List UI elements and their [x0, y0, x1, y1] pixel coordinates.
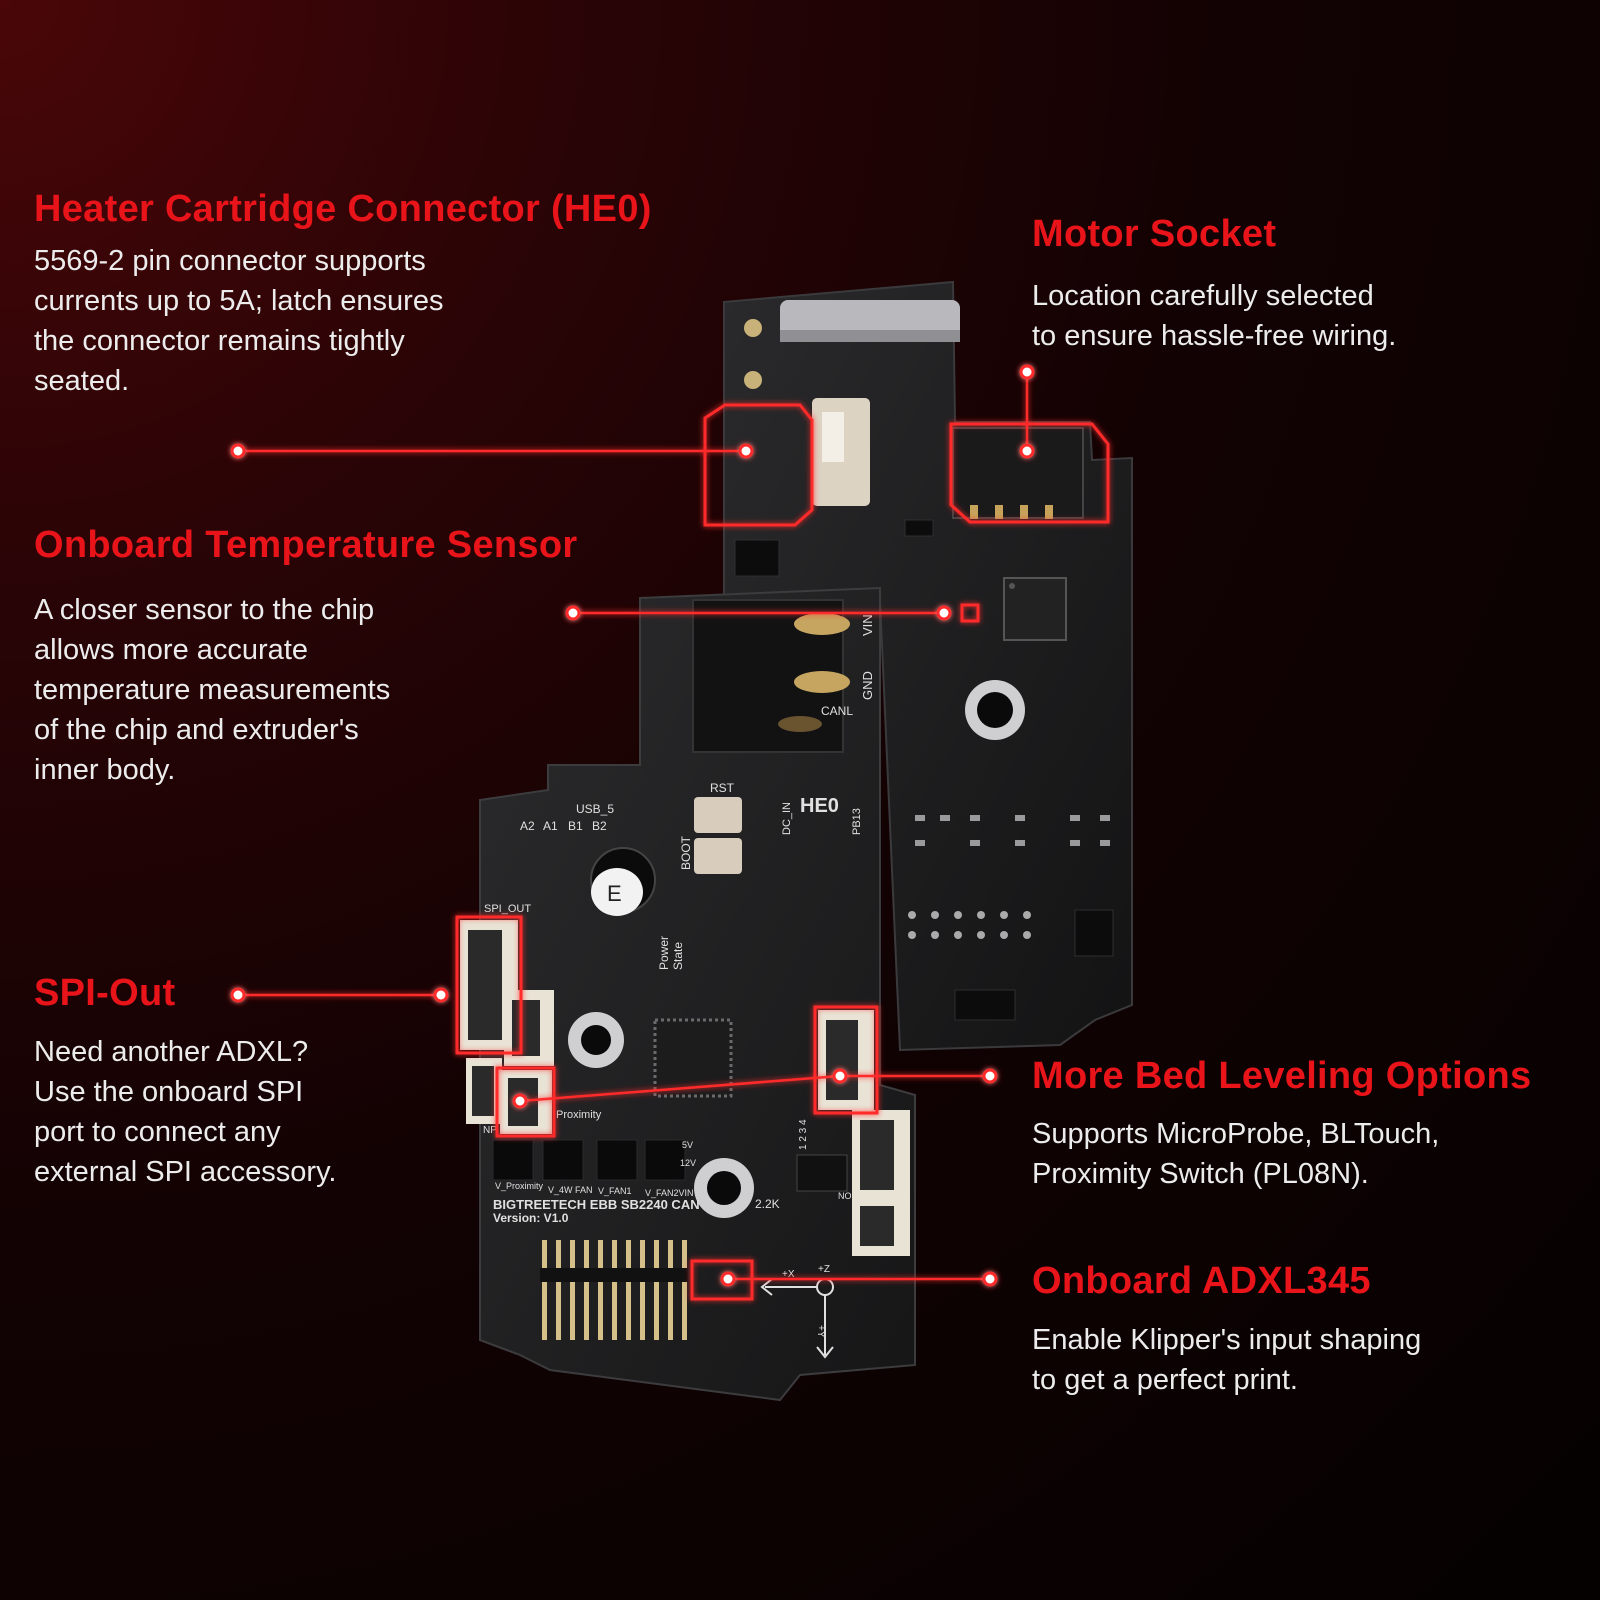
- vprox-label: V_Proximity: [495, 1181, 544, 1191]
- gnd-label: GND: [860, 671, 875, 700]
- dip-switch: [796, 1154, 848, 1192]
- heater-desc: 5569-2 pin connector supports currents u…: [34, 241, 443, 401]
- no-label: NO: [838, 1191, 852, 1201]
- v4wfan-label: V_4W FAN: [548, 1185, 593, 1195]
- board-version: Version: V1.0: [493, 1211, 569, 1225]
- heater-desc-line: 5569-2 pin connector supports: [34, 245, 426, 277]
- cap-label: E: [607, 881, 622, 906]
- adxl-title: Onboard ADXL345: [1032, 1260, 1371, 1302]
- dip-label: 1 2 3 4: [798, 1119, 809, 1150]
- boot-button: [694, 838, 742, 874]
- vfan1-label: V_FAN1: [598, 1186, 632, 1196]
- motor-title: Motor Socket: [1032, 213, 1277, 255]
- probe-highlight: [495, 1066, 556, 1138]
- usb-label: USB_5: [576, 802, 614, 816]
- spiout-label: SPI_OUT: [484, 903, 531, 915]
- spi-out-highlight: [455, 915, 523, 1055]
- pb13-label: PB13: [851, 808, 863, 835]
- np-label: NP: [483, 1125, 497, 1136]
- 12v-label: 12V: [680, 1158, 696, 1168]
- board-name: BIGTREETECH EBB SB2240 CAN: [493, 1197, 700, 1212]
- heater-desc-line: currents up to 5A; latch ensures: [34, 285, 444, 317]
- bed-desc-line: Proximity Switch (PL08N).: [1032, 1158, 1369, 1190]
- a1-label: A1: [543, 819, 558, 833]
- dcin-label: DC_IN: [781, 802, 793, 835]
- motor-highlight: [949, 422, 1110, 524]
- pin-header: [542, 1240, 687, 1340]
- temp-sensor-highlight: [960, 603, 980, 623]
- boot-label: BOOT: [679, 835, 693, 870]
- temp-desc-line: inner body.: [34, 754, 176, 786]
- bed-title: More Bed Leveling Options: [1032, 1055, 1532, 1097]
- motor-desc-line: Location carefully selected: [1032, 280, 1374, 312]
- proximity-label: Proximity: [556, 1109, 602, 1121]
- spi-desc-line: Use the onboard SPI: [34, 1076, 304, 1108]
- rst-label: RST: [710, 781, 735, 795]
- vin-label: VIN: [860, 614, 875, 636]
- spi-title: SPI-Out: [34, 972, 176, 1014]
- adxl-desc: Enable Klipper's input shaping to get a …: [1032, 1320, 1421, 1400]
- heater-desc-line: seated.: [34, 365, 130, 397]
- motor-socket-body: [952, 427, 1084, 519]
- mcu-chip-back: [1003, 577, 1067, 641]
- a2-label: A2: [520, 819, 535, 833]
- highlights: [455, 403, 1110, 1301]
- bed-level-highlight: [813, 1005, 879, 1115]
- mcu-chip: [653, 1018, 733, 1098]
- spi-desc-line: port to connect any: [34, 1116, 281, 1148]
- mount-hole: [744, 319, 762, 337]
- r22k-label: 2.2K: [755, 1197, 780, 1211]
- temp-desc: A closer sensor to the chip allows more …: [34, 590, 390, 790]
- heater-title: Heater Cartridge Connector (HE0): [34, 188, 652, 230]
- x-axis-label: +X: [782, 1269, 795, 1280]
- spi-desc-line: external SPI accessory.: [34, 1156, 337, 1188]
- temp-desc-line: allows more accurate: [34, 634, 308, 666]
- temp-desc-line: of the chip and extruder's: [34, 714, 359, 746]
- bed-desc-line: Supports MicroProbe, BLTouch,: [1032, 1118, 1440, 1150]
- callout-dots: [230, 364, 1035, 1287]
- state-label: State: [671, 942, 685, 970]
- temp-desc-line: A closer sensor to the chip: [34, 594, 375, 626]
- he0-silk-label: HE0: [800, 795, 839, 817]
- spi-desc-line: Need another ADXL?: [34, 1036, 309, 1068]
- heater-highlight: [703, 403, 814, 527]
- power-label: Power: [657, 936, 671, 970]
- axis-marks: [760, 1278, 834, 1359]
- adxl-desc-line: Enable Klipper's input shaping: [1032, 1324, 1422, 1356]
- adxl-desc-line: to get a perfect print.: [1032, 1364, 1298, 1396]
- mount-hole: [744, 371, 762, 389]
- y-axis-label: +Y: [815, 1325, 826, 1338]
- vfan2-label: V_FAN2VIN: [645, 1188, 694, 1198]
- callout-lines: [238, 372, 1029, 1281]
- heater-desc-line: the connector remains tightly: [34, 325, 405, 357]
- temp-title: Onboard Temperature Sensor: [34, 524, 578, 566]
- 5v-label: 5V: [682, 1140, 693, 1150]
- canl-label: CANL: [821, 704, 853, 718]
- b1-label: B1: [568, 819, 583, 833]
- bed-desc: Supports MicroProbe, BLTouch, Proximity …: [1032, 1114, 1439, 1194]
- rst-button: [694, 797, 742, 833]
- front-pcb: [479, 586, 916, 1402]
- spi-desc: Need another ADXL? Use the onboard SPI p…: [34, 1032, 336, 1192]
- z-axis-label: +Z: [818, 1264, 830, 1275]
- b2-label: B2: [592, 819, 607, 833]
- temp-desc-line: temperature measurements: [34, 674, 391, 706]
- motor-desc: Location carefully selected to ensure ha…: [1032, 276, 1396, 356]
- motor-desc-line: to ensure hassle-free wiring.: [1032, 320, 1397, 352]
